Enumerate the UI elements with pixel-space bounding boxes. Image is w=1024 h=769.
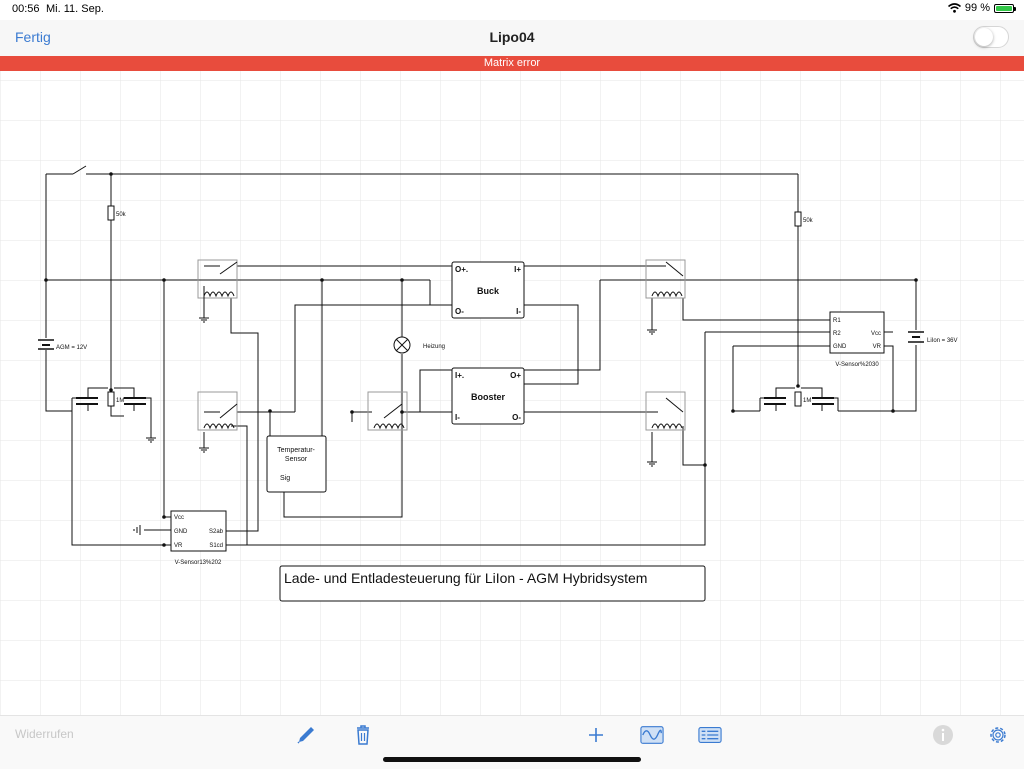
- vsensor-left-s2ab: S2ab: [209, 529, 224, 535]
- relay-bottom-left[interactable]: [197, 391, 238, 453]
- pencil-icon[interactable]: [295, 724, 319, 746]
- junction-dots: [44, 172, 918, 547]
- error-banner: Matrix error: [0, 56, 1024, 71]
- agm-battery[interactable]: [38, 339, 54, 350]
- schematic-title-box[interactable]: Lade- und Entladesteuerung für LiIon - A…: [279, 565, 706, 602]
- gear-icon[interactable]: [986, 724, 1010, 746]
- mosfet-right-resistor-label: 1M: [803, 398, 811, 404]
- relay-bottom-right[interactable]: [645, 391, 686, 467]
- toggle-switch[interactable]: [973, 26, 1009, 48]
- v-sensor-left[interactable]: Vcc GND VR S2ab S1cd: [170, 510, 227, 552]
- vsensor-left-gnd: GND: [174, 529, 188, 535]
- mosfet-pair-left[interactable]: [71, 387, 156, 443]
- agm-label: AGM = 12V: [56, 345, 87, 351]
- trash-icon[interactable]: [351, 724, 375, 746]
- booster-i-plus: I+.: [455, 371, 464, 380]
- liion-battery[interactable]: [908, 331, 924, 343]
- home-indicator: [383, 757, 641, 762]
- mosfet-pair-right[interactable]: [733, 387, 839, 412]
- liion-label: LiIon = 36V: [927, 338, 958, 344]
- booster-converter[interactable]: Booster I+. O+ I- O-: [451, 367, 525, 425]
- temperature-sensor[interactable]: Temperatur- Sensor Sig: [266, 435, 327, 493]
- buck-i-plus: I+: [514, 265, 521, 274]
- done-button[interactable]: Fertig: [15, 29, 51, 45]
- vsensor-right-vr: VR: [873, 344, 882, 350]
- relay-middle[interactable]: [367, 391, 408, 431]
- resistor-left-label: 50k: [116, 212, 127, 218]
- schematic-canvas[interactable]: AGM = 12V LiIon = 36V 50k 50k 1M: [0, 71, 1024, 715]
- v-sensor-right[interactable]: R1 R2 GND Vcc VR: [829, 311, 885, 354]
- relay-top-left[interactable]: [197, 259, 238, 323]
- temp-sensor-sig: Sig: [280, 475, 290, 482]
- plus-icon[interactable]: [584, 724, 608, 746]
- resistor-right-label: 50k: [803, 218, 814, 224]
- vsensor-right-name: V-Sensor%2030: [835, 362, 879, 368]
- vsensor-right-gnd: GND: [833, 344, 847, 350]
- buck-o-plus: O+.: [455, 265, 468, 274]
- ground-symbol-left: [133, 525, 141, 535]
- wave-icon[interactable]: [640, 724, 664, 746]
- vsensor-left-vcc: Vcc: [174, 515, 184, 521]
- vsensor-left-s1cd: S1cd: [209, 543, 223, 549]
- resistor-right[interactable]: [794, 211, 802, 227]
- list-icon[interactable]: [698, 724, 722, 746]
- heating-label: Heizung: [423, 344, 445, 350]
- temp-sensor-line1: Temperatur-: [277, 447, 315, 454]
- status-right: 99 %: [947, 2, 1016, 14]
- battery-fill: [996, 5, 1012, 11]
- vsensor-right-r1: R1: [833, 318, 841, 324]
- info-icon[interactable]: [931, 724, 955, 746]
- status-time: 00:56: [12, 3, 40, 15]
- undo-button[interactable]: Widerrufen: [15, 727, 74, 741]
- document-title: Lipo04: [489, 29, 535, 45]
- buck-o-minus: O-: [455, 307, 464, 316]
- battery-icon: [994, 3, 1016, 13]
- vsensor-right-vcc: Vcc: [871, 331, 881, 337]
- navigation-bar: Fertig Lipo04: [0, 20, 1024, 56]
- wifi-icon: [947, 3, 961, 13]
- temp-sensor-line2: Sensor: [285, 456, 308, 463]
- buck-converter[interactable]: Buck O+. I+ O- I-: [451, 261, 525, 319]
- buck-i-minus: I-: [516, 307, 521, 316]
- booster-label: Booster: [471, 392, 506, 402]
- booster-o-minus: O-: [512, 413, 521, 422]
- mosfet-left-resistor-label: 1M: [116, 398, 124, 404]
- vsensor-right-r2: R2: [833, 331, 841, 337]
- toggle-knob: [975, 28, 993, 46]
- relay-top-right[interactable]: [645, 259, 686, 335]
- booster-i-minus: I-: [455, 413, 460, 422]
- buck-label: Buck: [477, 286, 500, 296]
- status-date: Mi. 11. Sep.: [46, 3, 104, 15]
- heating-lamp[interactable]: [393, 336, 411, 354]
- vsensor-left-vr: VR: [174, 543, 183, 549]
- resistor-left[interactable]: [107, 205, 115, 221]
- wires: [45, 165, 917, 546]
- vsensor-left-name: V-Sensor13%202: [175, 560, 222, 566]
- status-bar: 00:56 Mi. 11. Sep. 99 %: [0, 0, 1024, 20]
- schematic-title: Lade- und Entladesteuerung für LiIon - A…: [284, 570, 647, 586]
- booster-o-plus: O+: [510, 371, 521, 380]
- battery-percent: 99 %: [964, 2, 990, 14]
